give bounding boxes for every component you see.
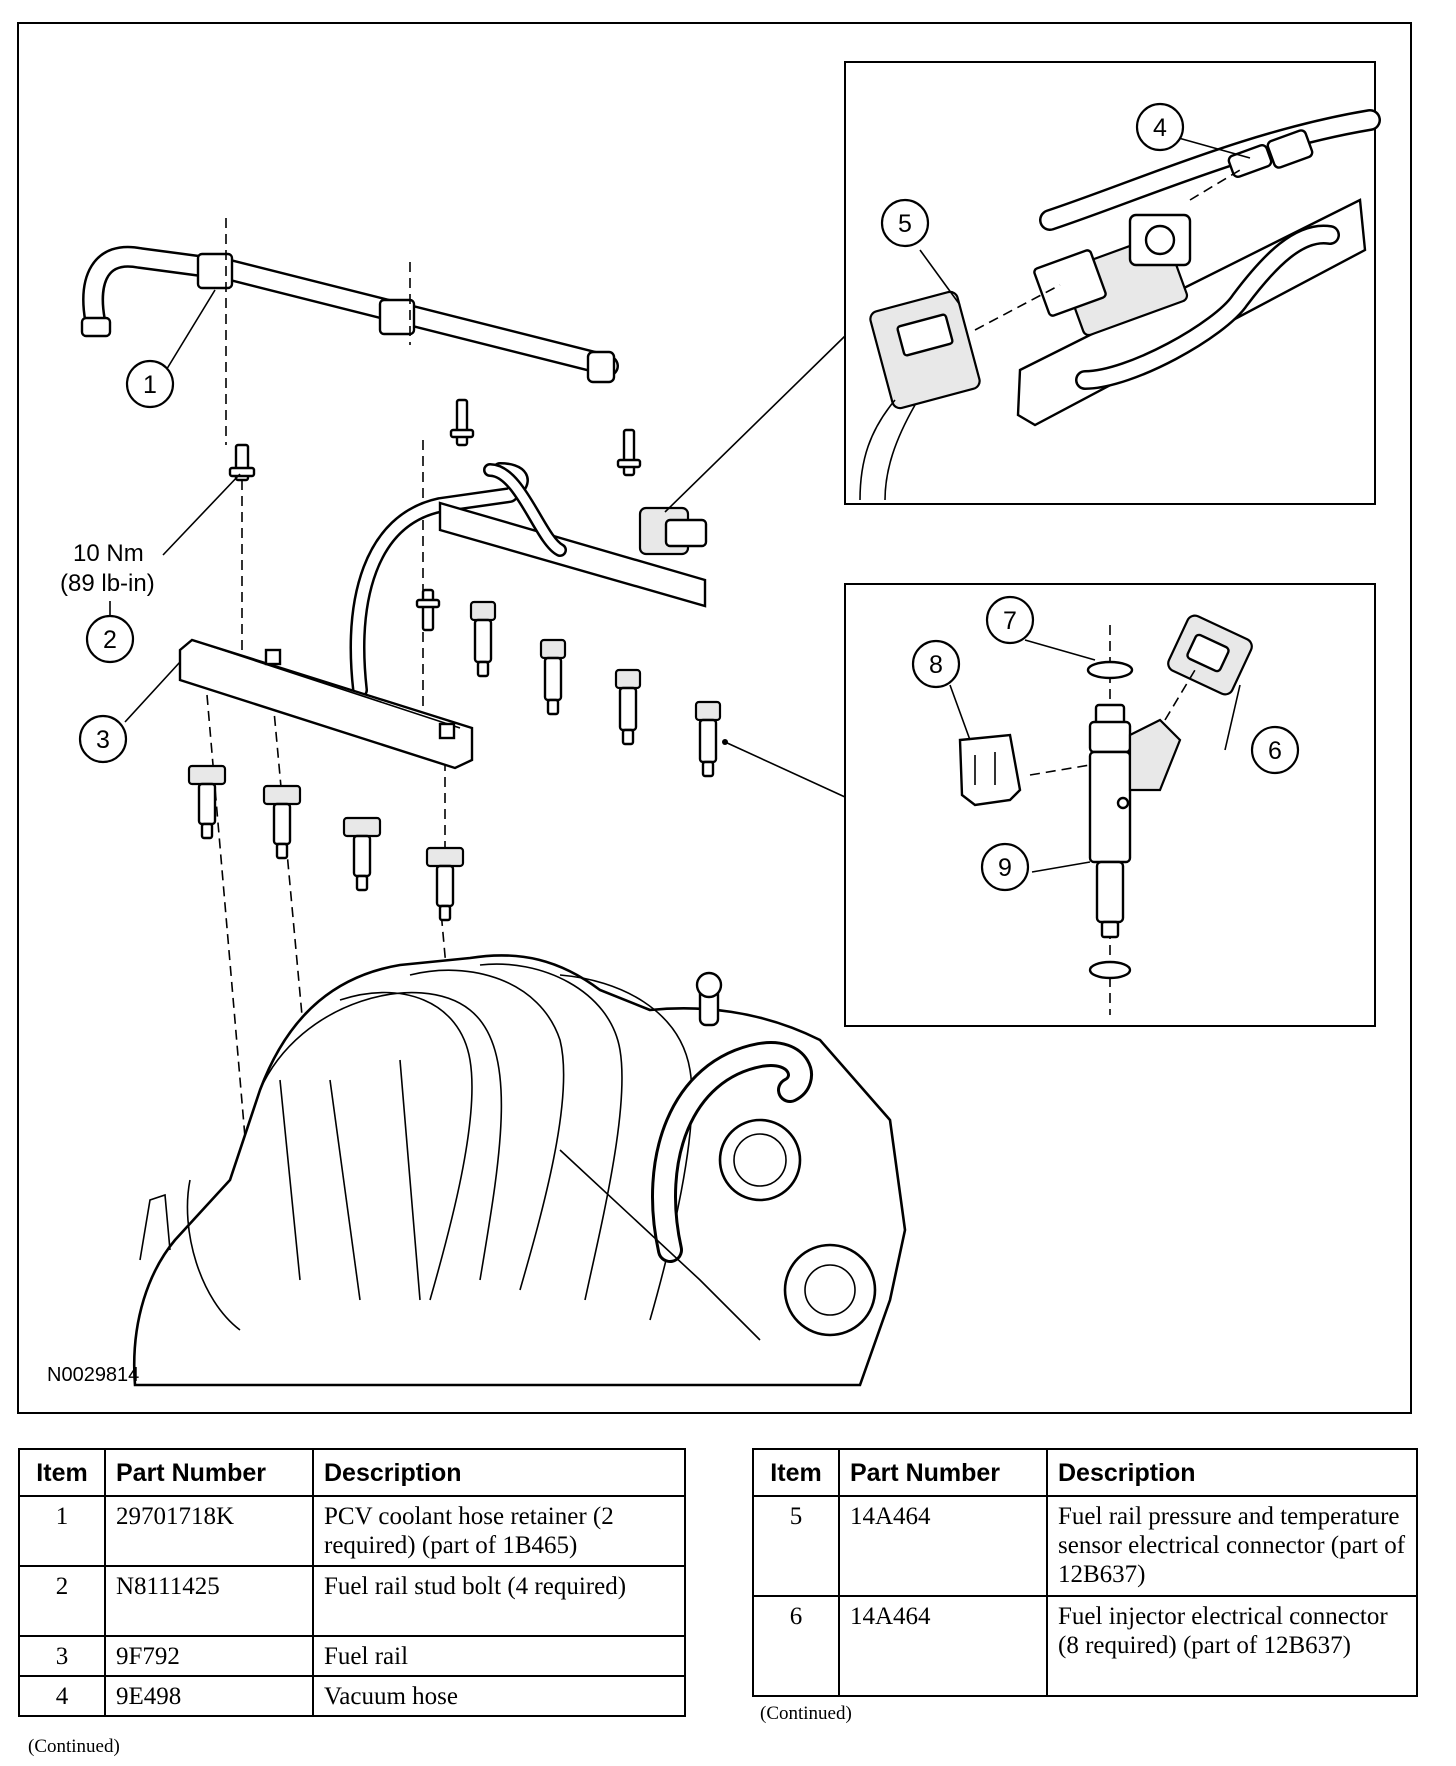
svg-text:2: 2 bbox=[103, 626, 117, 654]
header-description: Description bbox=[312, 1448, 686, 1497]
header-description: Description bbox=[1046, 1448, 1418, 1497]
rear-injectors bbox=[469, 600, 722, 778]
header-part-number: Part Number bbox=[104, 1448, 314, 1497]
item-cell: 6 bbox=[752, 1595, 840, 1697]
part-number-cell: 9E498 bbox=[104, 1675, 314, 1717]
description-cell: Vacuum hose bbox=[312, 1675, 686, 1717]
table-row: 6 14A464 Fuel injector electrical connec… bbox=[752, 1595, 1418, 1697]
continued-note-right: (Continued) bbox=[760, 1703, 852, 1724]
front-fuel-rail bbox=[178, 638, 474, 770]
figure-id: N0029814 bbox=[47, 1364, 139, 1386]
item-cell: 2 bbox=[18, 1565, 106, 1637]
header-item: Item bbox=[752, 1448, 840, 1497]
continued-note-left: (Continued) bbox=[28, 1736, 120, 1757]
table-row: 5 14A464 Fuel rail pressure and temperat… bbox=[752, 1495, 1418, 1597]
table-row: 4 9E498 Vacuum hose bbox=[18, 1675, 686, 1717]
callout-1: 1 bbox=[125, 359, 175, 409]
pcv-hose bbox=[80, 245, 619, 384]
item-cell: 3 bbox=[18, 1635, 106, 1677]
description-cell: Fuel rail stud bolt (4 required) bbox=[312, 1565, 686, 1637]
callout-7: 7 bbox=[985, 595, 1035, 645]
table-row: 1 29701718K PCV coolant hose retainer (2… bbox=[18, 1495, 686, 1567]
header-part-number: Part Number bbox=[838, 1448, 1048, 1497]
diagram-frame bbox=[17, 22, 1412, 1414]
header-item: Item bbox=[18, 1448, 106, 1497]
front-injectors bbox=[187, 764, 465, 922]
part-number-cell: N8111425 bbox=[104, 1565, 314, 1637]
item-cell: 1 bbox=[18, 1495, 106, 1567]
engine-intake-manifold bbox=[132, 954, 907, 1387]
svg-text:8: 8 bbox=[929, 651, 943, 679]
svg-text:7: 7 bbox=[1003, 607, 1017, 635]
parts-table-right: Item Part Number Description 5 14A464 Fu… bbox=[752, 1448, 1418, 1697]
item-cell: 4 bbox=[18, 1675, 106, 1717]
part-number-cell: 14A464 bbox=[838, 1595, 1048, 1697]
callout-9: 9 bbox=[980, 842, 1030, 892]
svg-text:1: 1 bbox=[143, 371, 157, 399]
description-cell: PCV coolant hose retainer (2 required) (… bbox=[312, 1495, 686, 1567]
svg-text:4: 4 bbox=[1153, 114, 1167, 142]
item-cell: 5 bbox=[752, 1495, 840, 1597]
callout-5: 5 bbox=[880, 198, 930, 248]
callout-8: 8 bbox=[911, 639, 961, 689]
torque-nm-label: 10 Nm bbox=[73, 540, 144, 567]
torque-lbin-label: (89 lb-in) bbox=[60, 570, 155, 597]
svg-text:6: 6 bbox=[1268, 737, 1282, 765]
stud-bolts bbox=[228, 398, 642, 632]
rear-fuel-rail bbox=[349, 462, 708, 698]
table-row: 2 N8111425 Fuel rail stud bolt (4 requir… bbox=[18, 1565, 686, 1637]
parts-table-left: Item Part Number Description 1 29701718K… bbox=[18, 1448, 686, 1717]
callout-2: 2 bbox=[85, 614, 135, 664]
svg-text:3: 3 bbox=[96, 726, 110, 754]
svg-text:5: 5 bbox=[898, 210, 912, 238]
callout-3: 3 bbox=[78, 714, 128, 764]
svg-text:9: 9 bbox=[998, 854, 1012, 882]
inset-top-sensor bbox=[844, 61, 1381, 505]
part-number-cell: 9F792 bbox=[104, 1635, 314, 1677]
table-header-row: Item Part Number Description bbox=[752, 1448, 1418, 1497]
table-header-row: Item Part Number Description bbox=[18, 1448, 686, 1497]
inset-bottom-injector bbox=[844, 583, 1376, 1027]
table-row: 3 9F792 Fuel rail bbox=[18, 1635, 686, 1677]
description-cell: Fuel injector electrical connector (8 re… bbox=[1046, 1595, 1418, 1697]
description-cell: Fuel rail pressure and temperature senso… bbox=[1046, 1495, 1418, 1597]
callout-4: 4 bbox=[1135, 102, 1185, 152]
part-number-cell: 29701718K bbox=[104, 1495, 314, 1567]
callout-6: 6 bbox=[1250, 725, 1300, 775]
description-cell: Fuel rail bbox=[312, 1635, 686, 1677]
part-number-cell: 14A464 bbox=[838, 1495, 1048, 1597]
